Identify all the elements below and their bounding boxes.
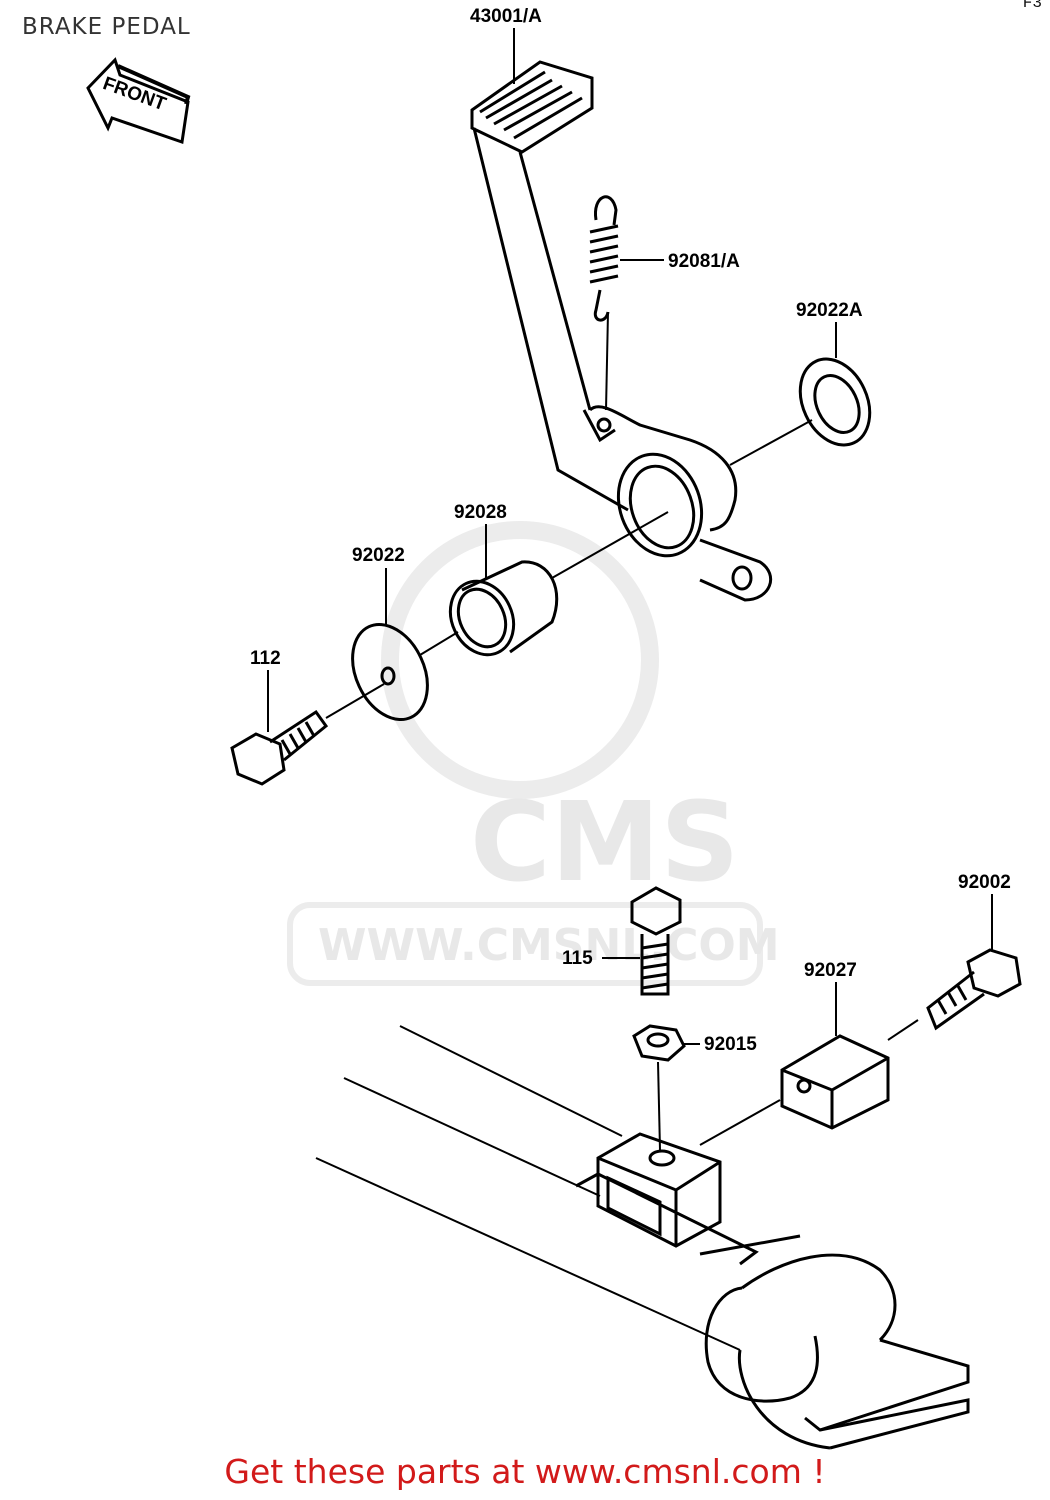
watermark: CMS WWW.CMSNL.COM: [287, 521, 780, 986]
part-label-92002: 92002: [958, 872, 1011, 893]
part-label-92022a: 92022A: [796, 300, 863, 321]
part-label-92022: 92022: [352, 545, 405, 566]
front-direction-arrow: FRONT: [86, 57, 191, 145]
corner-mark: F3: [1022, 0, 1042, 12]
footer-parts-link[interactable]: Get these parts at www.cmsnl.com !: [224, 1452, 826, 1491]
washer-inner: [351, 622, 459, 722]
stopper-bolt: [630, 886, 682, 996]
page-title: BRAKE PEDAL: [22, 14, 191, 40]
part-label-92028: 92028: [454, 502, 507, 523]
callouts: 43001/A 92081/A 92022A 92028 92022 112 1…: [250, 6, 1011, 1055]
brake-pedal: [470, 60, 773, 602]
bracket-bolt: [887, 948, 1022, 1041]
watermark-logo: CMS: [470, 778, 739, 906]
part-label-115: 115: [562, 948, 593, 969]
part-label-112: 112: [250, 648, 281, 669]
pivot-bolt: [230, 683, 385, 786]
pivot-bushing: [448, 511, 669, 657]
part-label-92015: 92015: [704, 1034, 757, 1055]
part-label-92027: 92027: [804, 960, 857, 981]
part-label-92081a: 92081/A: [668, 251, 740, 272]
return-spring: [589, 195, 619, 411]
watermark-url: WWW.CMSNL.COM: [318, 920, 780, 971]
part-label-43001a: 43001/A: [470, 6, 542, 27]
spacer-block: [699, 1034, 890, 1146]
lock-nut: [632, 1024, 686, 1151]
frame-tube: [315, 1025, 970, 1450]
washer-outer: [729, 357, 872, 466]
